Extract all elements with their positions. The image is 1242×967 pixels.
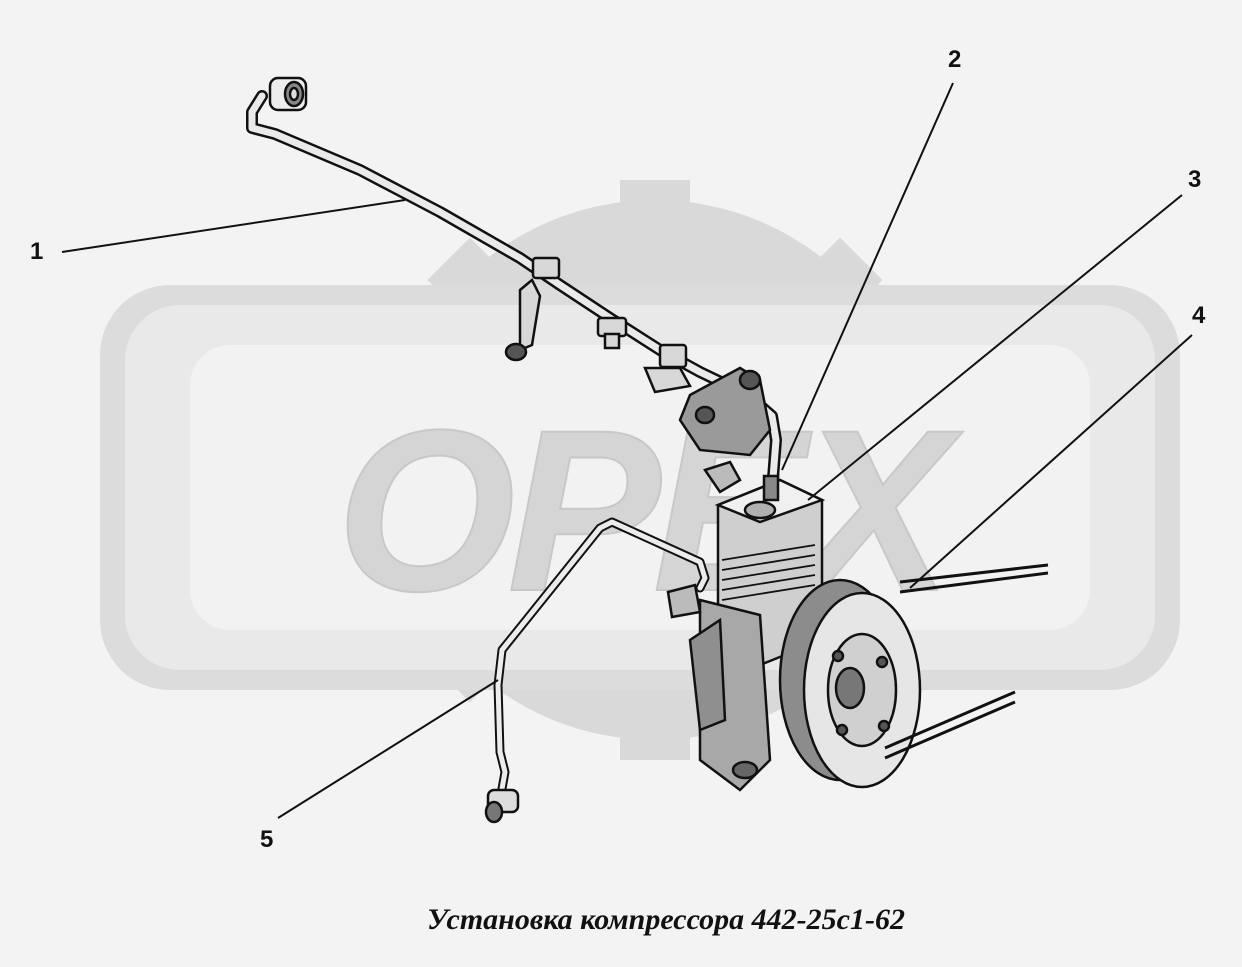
- callout-1: 1: [30, 238, 44, 265]
- callout-3: 3: [1188, 166, 1202, 193]
- pulley: [778, 578, 922, 789]
- leader-line-3: [807, 194, 1183, 501]
- lower-pipe-fitting: [484, 788, 520, 824]
- leader-lines: [61, 82, 1193, 819]
- watermark-text: ОРЕХ: [336, 382, 963, 639]
- pipe-end-fitting: [268, 76, 308, 112]
- drive-belt: [884, 563, 1049, 760]
- watermark-banner: [100, 285, 1180, 690]
- mounting-block: [678, 366, 772, 457]
- callout-2: 2: [948, 46, 962, 73]
- callout-5: 5: [260, 826, 274, 853]
- callout-4: 4: [1192, 302, 1206, 329]
- lower-pipe: [493, 517, 710, 805]
- pipe-bracket: [504, 256, 692, 394]
- leader-line-1: [61, 199, 406, 253]
- leader-line-2: [781, 82, 954, 471]
- leader-line-5: [277, 679, 499, 819]
- figure-caption: Установка компрессора 442-25с1-62: [427, 903, 905, 936]
- leader-line-4: [909, 334, 1193, 589]
